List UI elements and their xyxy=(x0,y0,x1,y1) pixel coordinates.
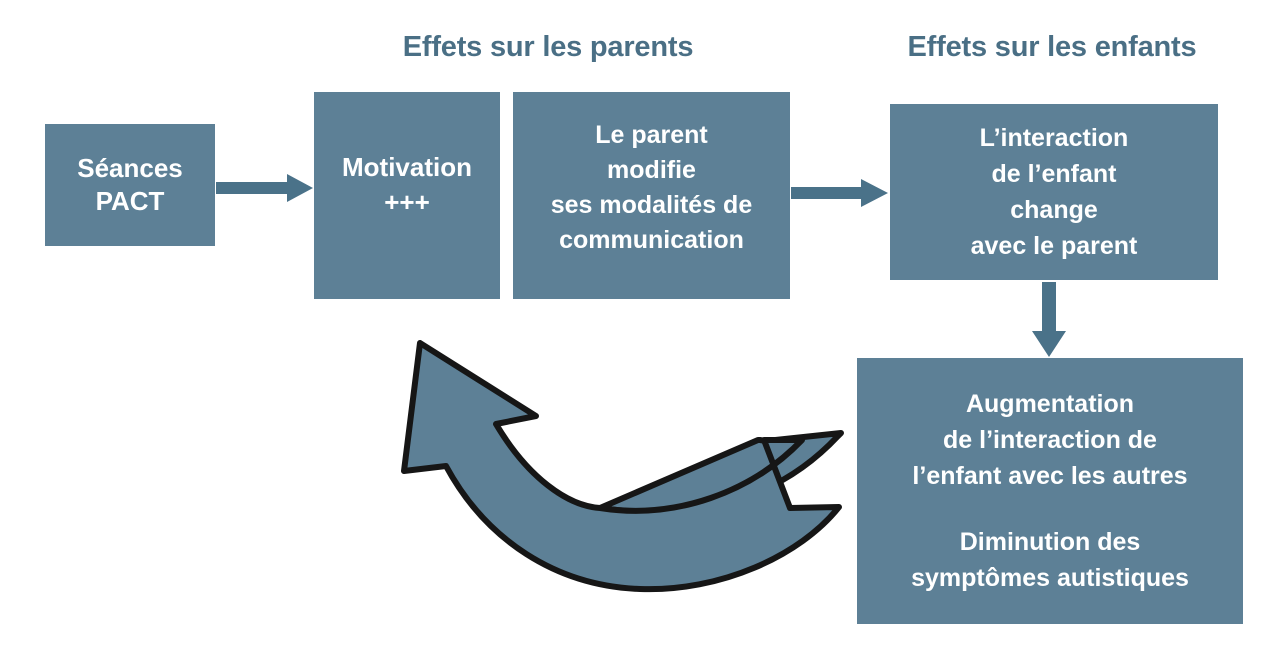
node-box-resultats-diminution-label: Diminution des symptômes autistiques xyxy=(911,528,1189,592)
node-box-motivation[interactable]: Motivation +++ xyxy=(314,92,500,299)
arrow-seances-to-motivation xyxy=(216,174,313,202)
node-box-seances-pact[interactable]: Séances PACT xyxy=(45,124,215,246)
section-title-parents: Effets sur les parents xyxy=(402,31,694,63)
node-box-resultats-augmentation-label: Augmentation de l’interaction de l’enfan… xyxy=(912,390,1188,490)
arrow-interaction-to-resultats xyxy=(1032,282,1066,357)
arrow-feedback-loop xyxy=(401,340,844,593)
arrow-parent-modifie-to-interaction xyxy=(791,179,888,207)
node-box-parent-modifie-communication-label: Le parent modifie ses modalités de commu… xyxy=(550,121,753,254)
node-box-seances-pact-label: Séances PACT xyxy=(77,153,183,216)
node-box-motivation-label: Motivation +++ xyxy=(342,152,472,217)
node-box-interaction-enfant-parent[interactable]: L’interaction de l’enfant change avec le… xyxy=(890,104,1218,280)
section-title-enfants: Effets sur les enfants xyxy=(907,31,1197,63)
node-box-resultats-enfant[interactable]: Augmentation de l’interaction de l’enfan… xyxy=(857,358,1243,624)
node-box-interaction-enfant-parent-label: L’interaction de l’enfant change avec le… xyxy=(970,124,1138,260)
node-box-parent-modifie-communication[interactable]: Le parent modifie ses modalités de commu… xyxy=(513,92,790,299)
